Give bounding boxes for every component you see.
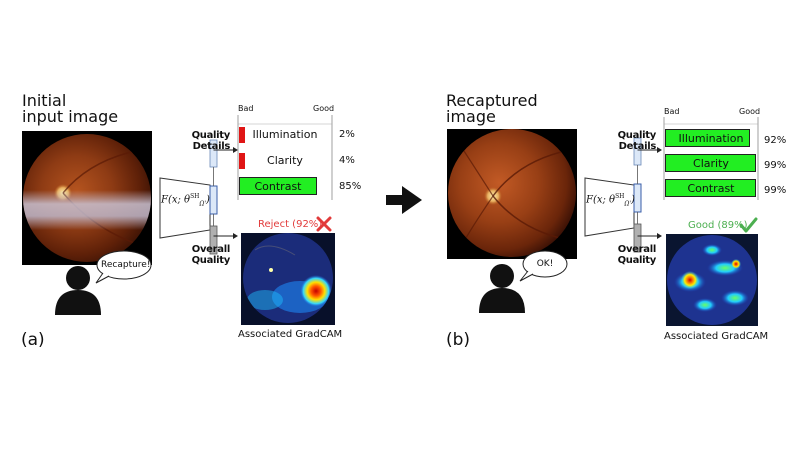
overall-quality-label-b: Overall Quality [617, 244, 657, 266]
verdict-text-b: Good (89%) [688, 220, 748, 231]
quality-scale-a [237, 115, 333, 200]
metric-row-contrast-b: Contrast [664, 178, 758, 199]
metric-row-clarity-b: Clarity [664, 153, 758, 174]
cross-icon [316, 216, 332, 232]
network-diagram-a [159, 139, 238, 255]
speech-bubble-a [95, 250, 152, 284]
check-icon [739, 217, 758, 233]
metric-bar [239, 127, 245, 143]
scale-good-a: Good [313, 104, 335, 113]
person-icon-b [479, 264, 525, 313]
metric-value-contrast-a: 85% [339, 181, 362, 192]
metric-bar [239, 177, 317, 195]
metric-label: Contrast [687, 182, 735, 195]
speech-text-a: Recapture! [101, 260, 151, 270]
quality-scale-b [663, 117, 759, 200]
scale-bad-a: Bad [238, 104, 254, 113]
scale-good-b: Good [739, 107, 761, 116]
metric-bar [665, 179, 756, 197]
metric-value-illumination-a: 2% [339, 129, 355, 140]
metric-value-contrast-b: 99% [764, 185, 787, 196]
metric-row-clarity-a: Clarity [238, 150, 332, 171]
metric-row-contrast-a: Contrast [238, 176, 332, 197]
metric-bar [239, 153, 245, 169]
metric-row-illumination-a: Illumination [238, 124, 332, 145]
metric-label: Illumination [252, 128, 318, 141]
panel-b-title-line1: Recaptured [446, 91, 538, 110]
person-icon-a [55, 266, 101, 315]
scale-bad-b: Bad [664, 107, 680, 116]
panel-b-label: (b) [446, 330, 471, 350]
gradcam-b [666, 234, 758, 326]
metric-label: Illumination [678, 132, 744, 145]
formula-a: F(x; θSHΩ') [161, 193, 210, 208]
quality-details-label-a: Quality Details [191, 130, 231, 152]
verdict-text-a: Reject (92%) [258, 219, 323, 230]
metric-row-illumination-b: Illumination [664, 128, 758, 149]
panel-b-title-line2: image [446, 107, 496, 126]
fundus-image-b [447, 129, 577, 259]
panel-a-title-line1: Initial [22, 91, 67, 110]
panel-a-title-line2: input image [22, 107, 119, 126]
gradcam-a [241, 233, 335, 325]
right-arrow-icon [386, 186, 422, 214]
fundus-image-a [22, 131, 152, 265]
metric-label: Clarity [267, 154, 303, 167]
metric-bar [665, 154, 756, 172]
formula-b: F(x; θSHΩ') [586, 193, 635, 208]
overall-quality-label-a: Overall Quality [191, 244, 231, 266]
gradcam-caption-b: Associated GradCAM [664, 331, 769, 342]
metric-bar [665, 129, 750, 147]
metric-label: Clarity [693, 157, 729, 170]
metric-value-clarity-a: 4% [339, 155, 355, 166]
quality-details-label-b: Quality Details [617, 130, 657, 152]
panel-a-label: (a) [21, 330, 45, 350]
metric-label: Contrast [254, 180, 302, 193]
speech-text-b: OK! [536, 259, 554, 269]
metric-value-clarity-b: 99% [764, 160, 787, 171]
gradcam-caption-a: Associated GradCAM [238, 329, 343, 340]
metric-value-illumination-b: 92% [764, 135, 787, 146]
network-diagram-b [584, 137, 662, 253]
speech-bubble-b [519, 250, 568, 282]
